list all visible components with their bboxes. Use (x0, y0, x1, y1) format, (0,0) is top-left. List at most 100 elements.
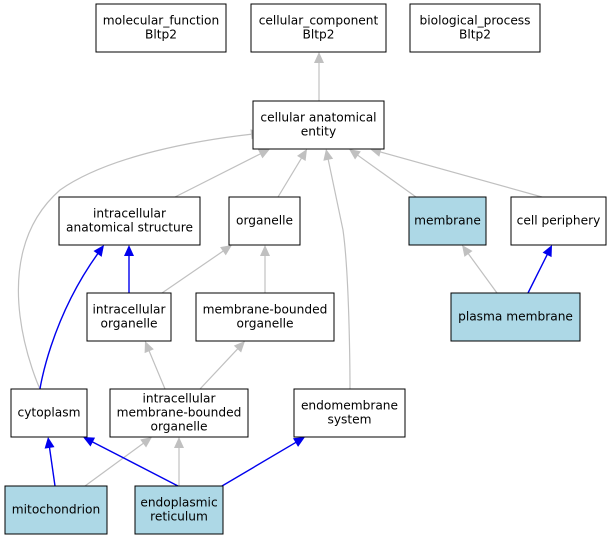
node-label-line: endomembrane (301, 399, 398, 413)
node-cell-periphery: cell periphery (510, 196, 607, 246)
edge-line (527, 253, 549, 294)
node-box (450, 292, 581, 342)
edge-line (277, 157, 303, 198)
edge-mitochondrion-to-cytoplasm (44, 437, 56, 487)
node-box (252, 100, 385, 150)
node-label-line: membrane-bounded (117, 406, 242, 420)
edge-arrowhead (314, 52, 324, 63)
edge-line (48, 446, 56, 487)
edge-intracellular-membrane-bounded-organelle-to-intracellular-organelle (144, 341, 166, 390)
node-box (134, 485, 224, 535)
node-box (195, 292, 335, 342)
node-box (109, 388, 249, 438)
edge-arrowhead (44, 437, 55, 449)
node-label-line: Bltp2 (459, 28, 491, 42)
node-label-line: organelle (151, 420, 208, 434)
node-cytoplasm: cytoplasm (10, 388, 88, 438)
edge-endomembrane-system-to-cellular-anatomical-entity (323, 149, 351, 390)
edge-intracellular-anatomical-structure-to-cellular-anatomical-entity (174, 149, 270, 198)
edge-arrowhead (257, 149, 270, 159)
node-box (409, 3, 541, 53)
node-label-line: molecular_function (103, 14, 219, 28)
edge-arrowhead (542, 245, 552, 258)
edge-arrowhead (260, 245, 270, 256)
node-organelle: organelle (228, 196, 301, 246)
edge-endoplasmic-reticulum-to-intracellular-membrane-bounded-organelle (174, 437, 184, 486)
edge-line (161, 250, 225, 294)
node-box (95, 3, 227, 53)
edge-membrane-to-cellular-anatomical-entity (349, 149, 417, 198)
node-box (10, 388, 88, 438)
node-mitochondrion: mitochondrion (4, 485, 108, 535)
edge-layer (17, 52, 552, 487)
edge-arrowhead (370, 147, 382, 157)
node-label-line: Bltp2 (145, 28, 177, 42)
edge-line (356, 154, 417, 198)
edge-arrowhead (83, 437, 96, 447)
node-plasma-membrane: plasma membrane (450, 292, 581, 342)
node-label-line: endoplasmic (140, 496, 217, 510)
edge-line (84, 442, 145, 487)
edge-line (221, 441, 297, 487)
edge-arrowhead (292, 437, 305, 447)
edge-organelle-to-cellular-anatomical-entity (277, 149, 307, 198)
node-label-line: system (327, 413, 371, 427)
node-label-line: cellular_component (259, 14, 379, 28)
node-label-line: organelle (236, 214, 293, 228)
node-label-line: membrane-bounded (203, 303, 328, 317)
edge-plasma-membrane-to-cell-periphery (527, 245, 552, 294)
edge-arrowhead (174, 437, 184, 448)
node-box (250, 3, 387, 53)
node-label-line: mitochondrion (12, 503, 100, 517)
edge-cellular-anatomical-entity-to-cellular-component (314, 52, 324, 101)
edge-plasma-membrane-to-membrane (462, 245, 498, 294)
node-label-line: cellular anatomical (260, 111, 376, 125)
edge-line (467, 252, 498, 294)
edge-arrowhead (220, 245, 232, 256)
edge-arrowhead (323, 149, 334, 161)
edge-arrowhead (297, 149, 307, 162)
node-box (4, 485, 108, 535)
node-layer: molecular_functionBltp2cellular_componen… (4, 3, 607, 535)
node-label-line: reticulum (150, 510, 208, 524)
node-label-line: intracellular (93, 303, 167, 317)
edge-line (379, 151, 543, 198)
edge-cytoplasm-to-intracellular-anatomical-structure (39, 245, 104, 390)
node-label-line: membrane (414, 214, 481, 228)
edge-line (148, 350, 166, 390)
node-label-line: cell periphery (517, 214, 601, 228)
edge-arrowhead (140, 437, 152, 448)
edge-cell-periphery-to-cellular-anatomical-entity (370, 147, 543, 198)
node-label-line: intracellular (93, 207, 167, 221)
edge-intracellular-organelle-to-organelle (161, 245, 232, 294)
edge-arrowhead (233, 341, 245, 353)
edge-mitochondrion-to-intracellular-membrane-bounded-organelle (84, 437, 152, 487)
edge-line (174, 152, 262, 198)
node-label-line: plasma membrane (458, 310, 573, 324)
node-label-line: biological_process (419, 14, 530, 28)
edge-membrane-bounded-organelle-to-organelle (260, 245, 270, 293)
node-label-line: anatomical structure (66, 221, 193, 235)
edge-line (91, 440, 179, 487)
edge-endoplasmic-reticulum-to-cytoplasm (83, 437, 179, 487)
node-label-line: entity (301, 125, 336, 139)
node-label-line: cytoplasm (18, 406, 81, 420)
edge-line (327, 158, 351, 390)
node-box (510, 196, 607, 246)
node-box (58, 196, 201, 246)
edge-line (39, 252, 99, 390)
node-box (293, 388, 406, 438)
edge-intracellular-organelle-to-intracellular-anatomical-structure (124, 245, 134, 293)
edge-arrowhead (349, 149, 361, 160)
node-label-line: organelle (101, 317, 158, 331)
